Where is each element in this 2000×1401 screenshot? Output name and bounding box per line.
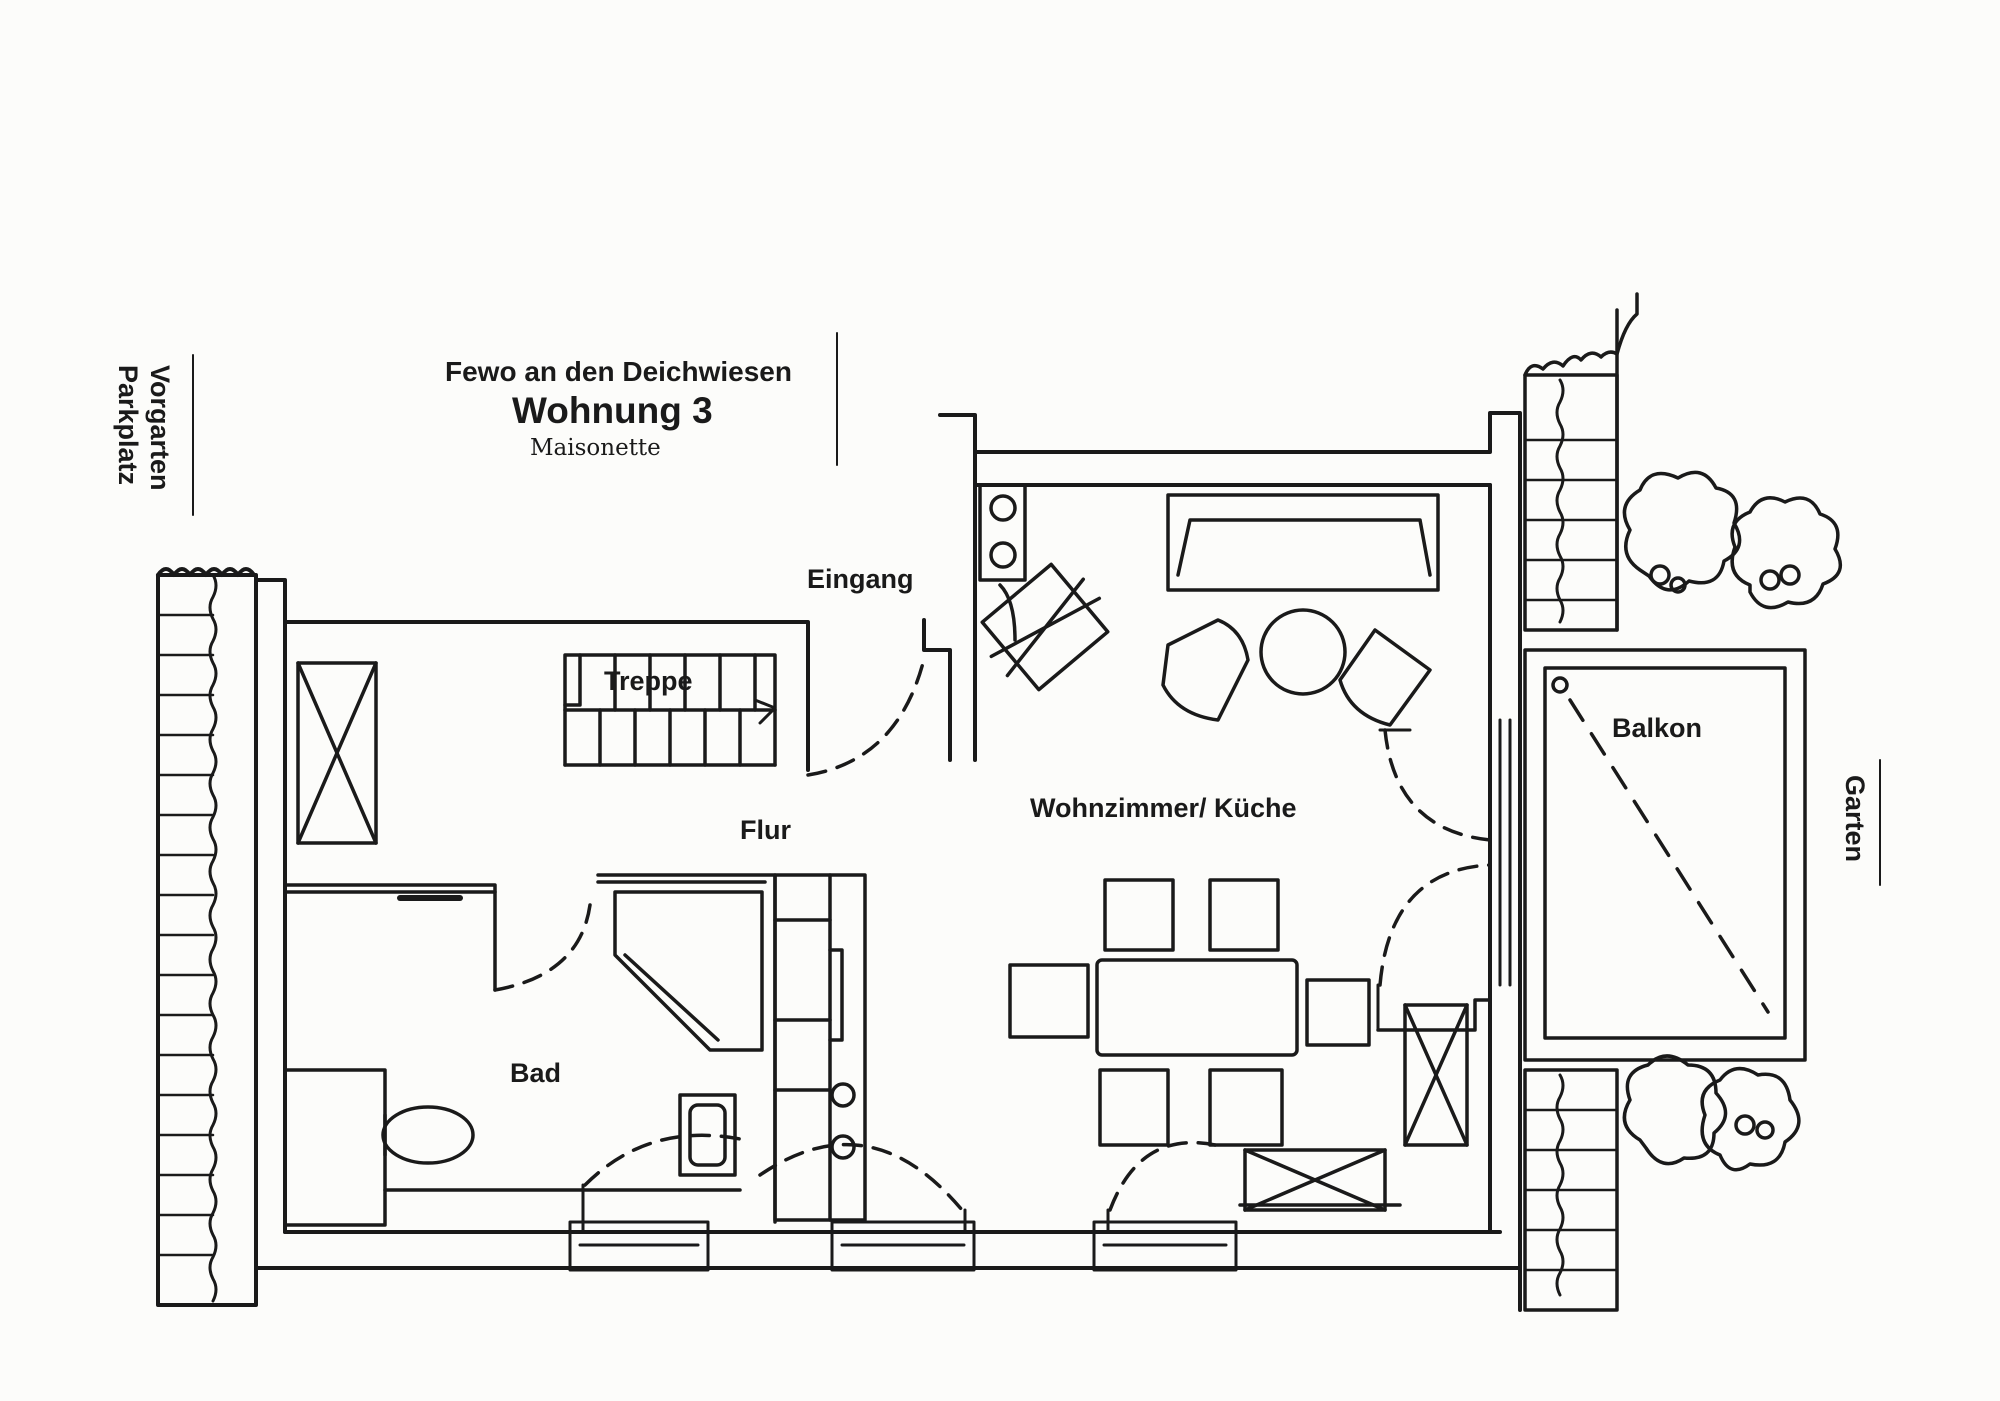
title-line-3: Maisonette — [530, 435, 661, 461]
balcony — [1498, 648, 1807, 1062]
dining-set — [1008, 878, 1371, 1147]
right-label-garten: Garten — [1840, 775, 1870, 863]
outer-walls — [254, 411, 1522, 1312]
title-line-2: Wohnung 3 — [512, 390, 713, 431]
room-label-living: Wohnzimmer/ Küche — [1030, 793, 1297, 823]
left-hedge — [156, 567, 258, 1307]
right-hedge — [1523, 292, 1639, 1312]
room-label-stairs: Treppe — [604, 666, 693, 696]
stairs — [563, 653, 777, 767]
flower-icons — [1622, 470, 1843, 1172]
room-label-bath: Bad — [510, 1058, 562, 1088]
bathroom — [283, 873, 777, 1227]
left-label-parkplatz: Parkplatz — [113, 365, 143, 486]
cabinets-lower-right — [1238, 998, 1492, 1212]
closet-left — [296, 661, 378, 845]
sofa — [1166, 493, 1440, 592]
left-label-vorgarten: Vorgarten — [145, 365, 175, 491]
room-label-entrance: Eingang — [807, 564, 914, 594]
room-label-hall: Flur — [740, 815, 791, 845]
door-swings — [493, 653, 1492, 1212]
title-line-1: Fewo an den Deichwiesen — [445, 356, 792, 387]
room-label-balcony: Balkon — [1612, 713, 1703, 743]
kitchen-stove — [978, 483, 1110, 692]
kitchen-counter — [773, 873, 867, 1222]
bottom-windows — [568, 1220, 1238, 1272]
lounge-set — [1161, 608, 1432, 727]
door-leaves — [581, 728, 1412, 1234]
